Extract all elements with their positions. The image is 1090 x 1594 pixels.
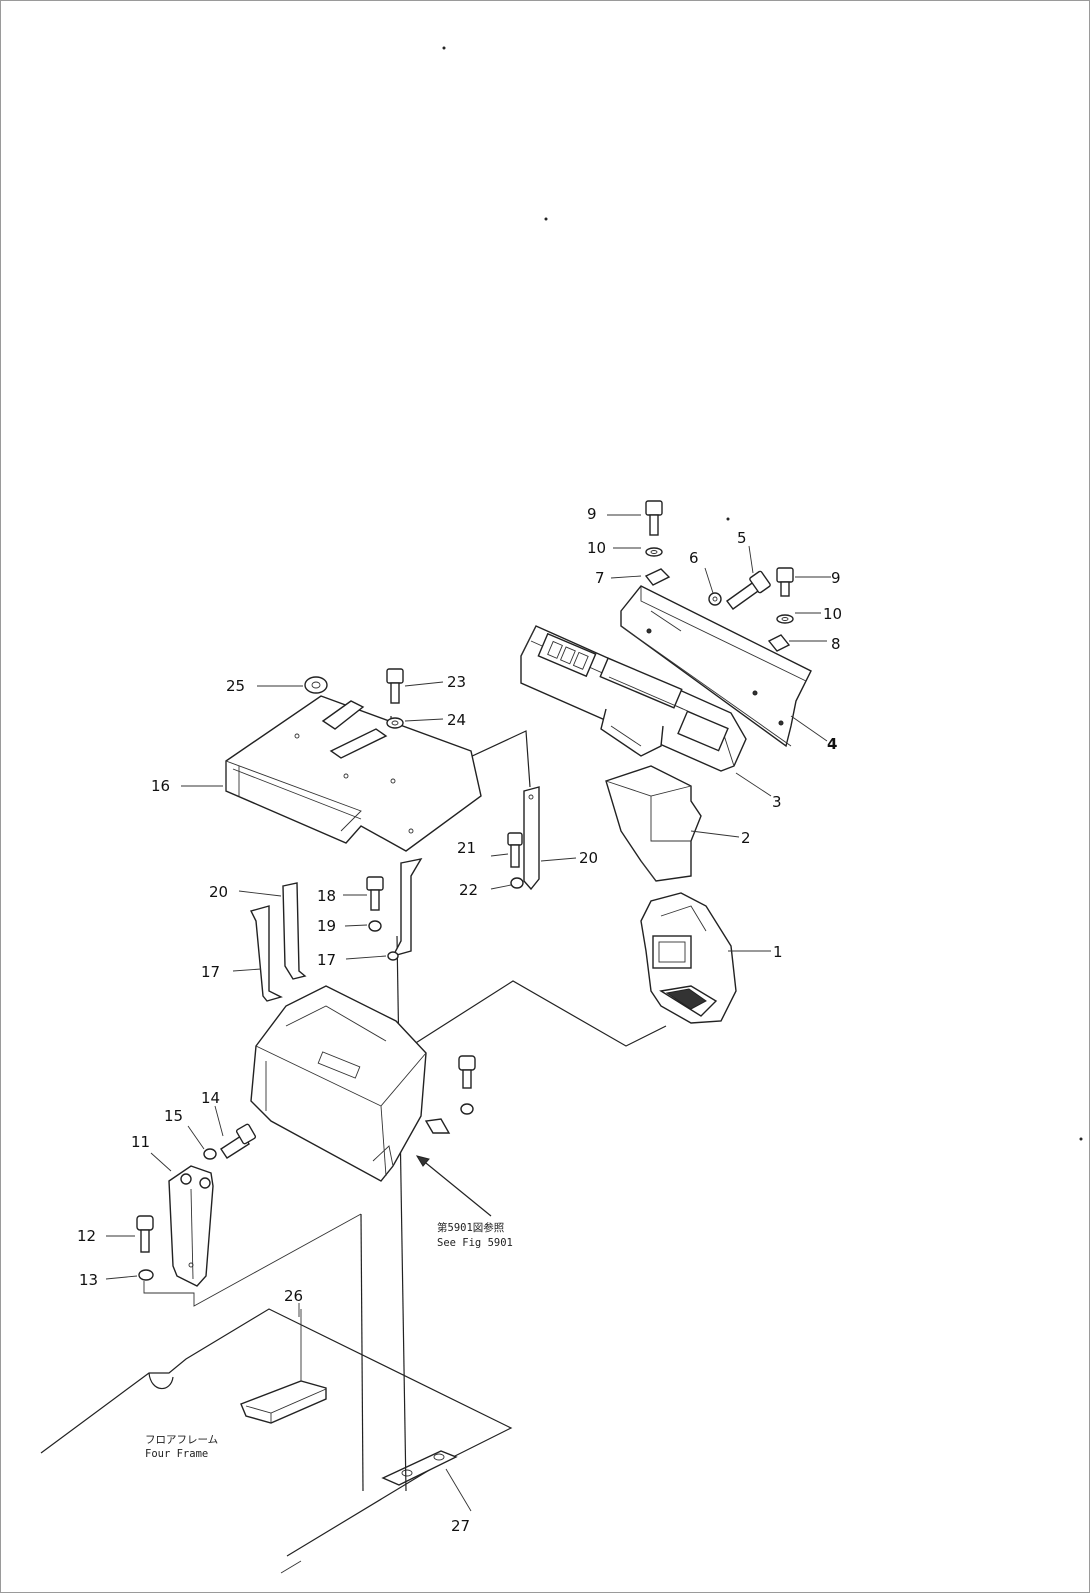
see-fig-note-en: See Fig 5901: [437, 1237, 513, 1249]
mounting-bracket-4: [620, 585, 812, 748]
bolt-18: [366, 876, 384, 911]
callout-9-right: 9: [831, 569, 841, 587]
callout-10-right: 10: [823, 605, 842, 623]
clip-8: [767, 634, 791, 652]
callout-24: 24: [447, 711, 466, 729]
callout-7: 7: [595, 569, 605, 587]
callout-3: 3: [772, 793, 782, 811]
callout-6: 6: [689, 549, 699, 567]
callout-12: 12: [77, 1227, 96, 1245]
bolt-23: [386, 668, 404, 704]
connection-lines: [143, 716, 667, 1512]
callout-26: 26: [284, 1287, 303, 1305]
floor-frame-note-jp: フロアフレーム: [145, 1434, 218, 1446]
washer-6: [708, 592, 722, 606]
callout-13: 13: [79, 1271, 98, 1289]
bolt-9-right: [776, 567, 794, 597]
see-fig-arrow: [415, 1155, 492, 1217]
callout-14: 14: [201, 1089, 220, 1107]
air-unit-1: [640, 892, 737, 1024]
callout-22: 22: [459, 881, 478, 899]
callout-25: 25: [226, 677, 245, 695]
reference-notes: 第5901図参照 See Fig 5901 フロアフレーム Four Frame: [145, 1221, 513, 1460]
bolt-12: [136, 1215, 154, 1253]
callout-10-left: 10: [587, 539, 606, 557]
washer-10-left: [645, 547, 663, 557]
callout-labels: 9 10 7 6 5 9 10 8 4 3 2 1 25 23 24 16 20…: [77, 505, 842, 1535]
callout-5: 5: [737, 529, 747, 547]
washer-19: [368, 920, 382, 932]
callout-20-right: 20: [579, 849, 598, 867]
stay-20-left: [282, 882, 307, 980]
callout-16: 16: [151, 777, 170, 795]
bracket-11: [168, 1165, 214, 1287]
callout-4: 4: [827, 735, 837, 753]
bolt-9-left: [645, 500, 663, 536]
washer-13: [138, 1269, 154, 1281]
bracket-27: [381, 1450, 458, 1486]
callout-17-left: 17: [201, 963, 220, 981]
callout-19: 19: [317, 917, 336, 935]
stay-17-center: [387, 858, 423, 961]
heater-box: [250, 985, 451, 1182]
monitor-panel-3: [520, 625, 747, 772]
callout-18: 18: [317, 887, 336, 905]
stay-20-right: [523, 786, 540, 891]
duct-2: [605, 765, 702, 882]
bracket-26: [240, 1380, 327, 1424]
callout-8: 8: [831, 635, 841, 653]
washer-22: [510, 877, 524, 889]
cover-plate-16: [225, 695, 482, 852]
callout-11: 11: [131, 1133, 150, 1151]
callout-9-left: 9: [587, 505, 597, 523]
callout-15: 15: [164, 1107, 183, 1125]
floor-frame-note-en: Four Frame: [145, 1448, 208, 1460]
washer-24: [386, 717, 404, 729]
callout-20-left: 20: [209, 883, 228, 901]
callout-21: 21: [457, 839, 476, 857]
bolt-14: [220, 1123, 257, 1159]
washer-10-right: [776, 614, 794, 624]
washer-15: [203, 1148, 217, 1160]
nut-25: [304, 676, 328, 694]
callout-1: 1: [773, 943, 783, 961]
clip-7: [644, 568, 671, 586]
callout-27: 27: [451, 1517, 470, 1535]
floor-frame: [40, 1308, 513, 1574]
leader-lines: [105, 514, 831, 1317]
bolt-5: [726, 570, 771, 610]
callout-17-center: 17: [317, 951, 336, 969]
bolt-21: [507, 832, 523, 868]
bolt-box-right: [458, 1055, 476, 1115]
callout-23: 23: [447, 673, 466, 691]
stay-17-left: [249, 905, 283, 1002]
see-fig-note-jp: 第5901図参照: [437, 1221, 505, 1234]
callout-2: 2: [741, 829, 751, 847]
